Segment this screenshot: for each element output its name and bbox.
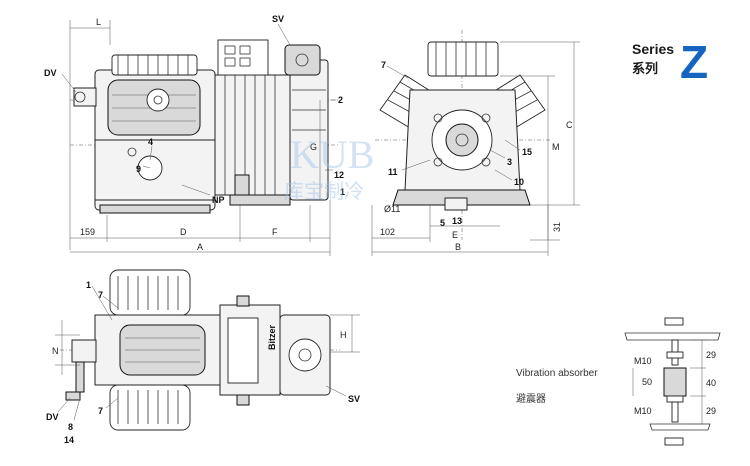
label-top-14: 14 (64, 435, 74, 445)
label-12: 12 (334, 170, 344, 180)
label-top-sv: SV (348, 394, 360, 404)
watermark-cn: 库宝制冷 (284, 179, 364, 203)
dim-29-bot: 29 (706, 406, 716, 416)
dim-m: M (552, 142, 560, 152)
label-top-dv: DV (46, 412, 59, 422)
dim-159: 159 (80, 227, 95, 237)
dim-c: C (566, 120, 573, 130)
label-11: 11 (388, 167, 398, 177)
dim-d: D (180, 227, 187, 237)
vibration-absorber: Vibration absorber 避震器 M10 50 M10 29 40 … (516, 317, 721, 446)
dim-102: 102 (380, 227, 395, 237)
dim-29-top: 29 (706, 350, 716, 360)
label-2: 2 (338, 95, 343, 105)
dim-h: H (340, 330, 347, 340)
label-top-7b: 7 (98, 406, 103, 416)
label-4: 4 (148, 137, 153, 147)
dim-l: L (96, 17, 101, 27)
dim-m10-bot: M10 (634, 406, 652, 416)
top-view: Bitzer 1 7 7 DV 8 14 SV N H (46, 269, 360, 445)
absorber-title-cn: 避震器 (516, 392, 546, 405)
label-5: 5 (440, 218, 445, 228)
label-np: NP (212, 195, 225, 205)
dim-b: B (455, 242, 461, 252)
label-top-1: 1 (86, 280, 91, 290)
series-logo: Series 系列 Z (632, 36, 708, 88)
end-view: 7 11 3 15 10 5 13 Ø11 102 E B M C 31 (371, 30, 580, 256)
label-sv: SV (272, 14, 284, 24)
series-word: Series (632, 41, 674, 57)
side-view: DV SV NP 4 9 2 12 1 L 159 D F A G (44, 14, 345, 256)
label-7: 7 (381, 60, 386, 70)
dim-bolt: Ø11 (384, 204, 400, 214)
watermark-en: KUB (290, 132, 374, 177)
dim-m10-top: M10 (634, 356, 652, 366)
nameplate: Bitzer (267, 324, 277, 350)
dim-50: 50 (642, 377, 652, 387)
series-letter: Z (680, 36, 708, 88)
dim-40: 40 (706, 378, 716, 388)
label-dv: DV (44, 68, 57, 78)
dim-f: F (272, 227, 278, 237)
dim-a: A (197, 242, 203, 252)
series-cn: 系列 (632, 61, 658, 77)
absorber-title-en: Vibration absorber (516, 368, 598, 379)
label-3: 3 (507, 157, 512, 167)
label-10: 10 (514, 177, 524, 187)
dim-e: E (452, 230, 458, 240)
dim-n: N (52, 346, 59, 356)
label-top-7a: 7 (98, 290, 103, 300)
label-13: 13 (452, 216, 462, 226)
watermark: KUB 库宝制冷 (284, 132, 374, 203)
label-1: 1 (340, 187, 345, 197)
label-9: 9 (136, 164, 141, 174)
label-top-8: 8 (68, 422, 73, 432)
dim-g: G (310, 142, 317, 152)
label-15: 15 (522, 147, 532, 157)
dim-31: 31 (552, 222, 562, 232)
